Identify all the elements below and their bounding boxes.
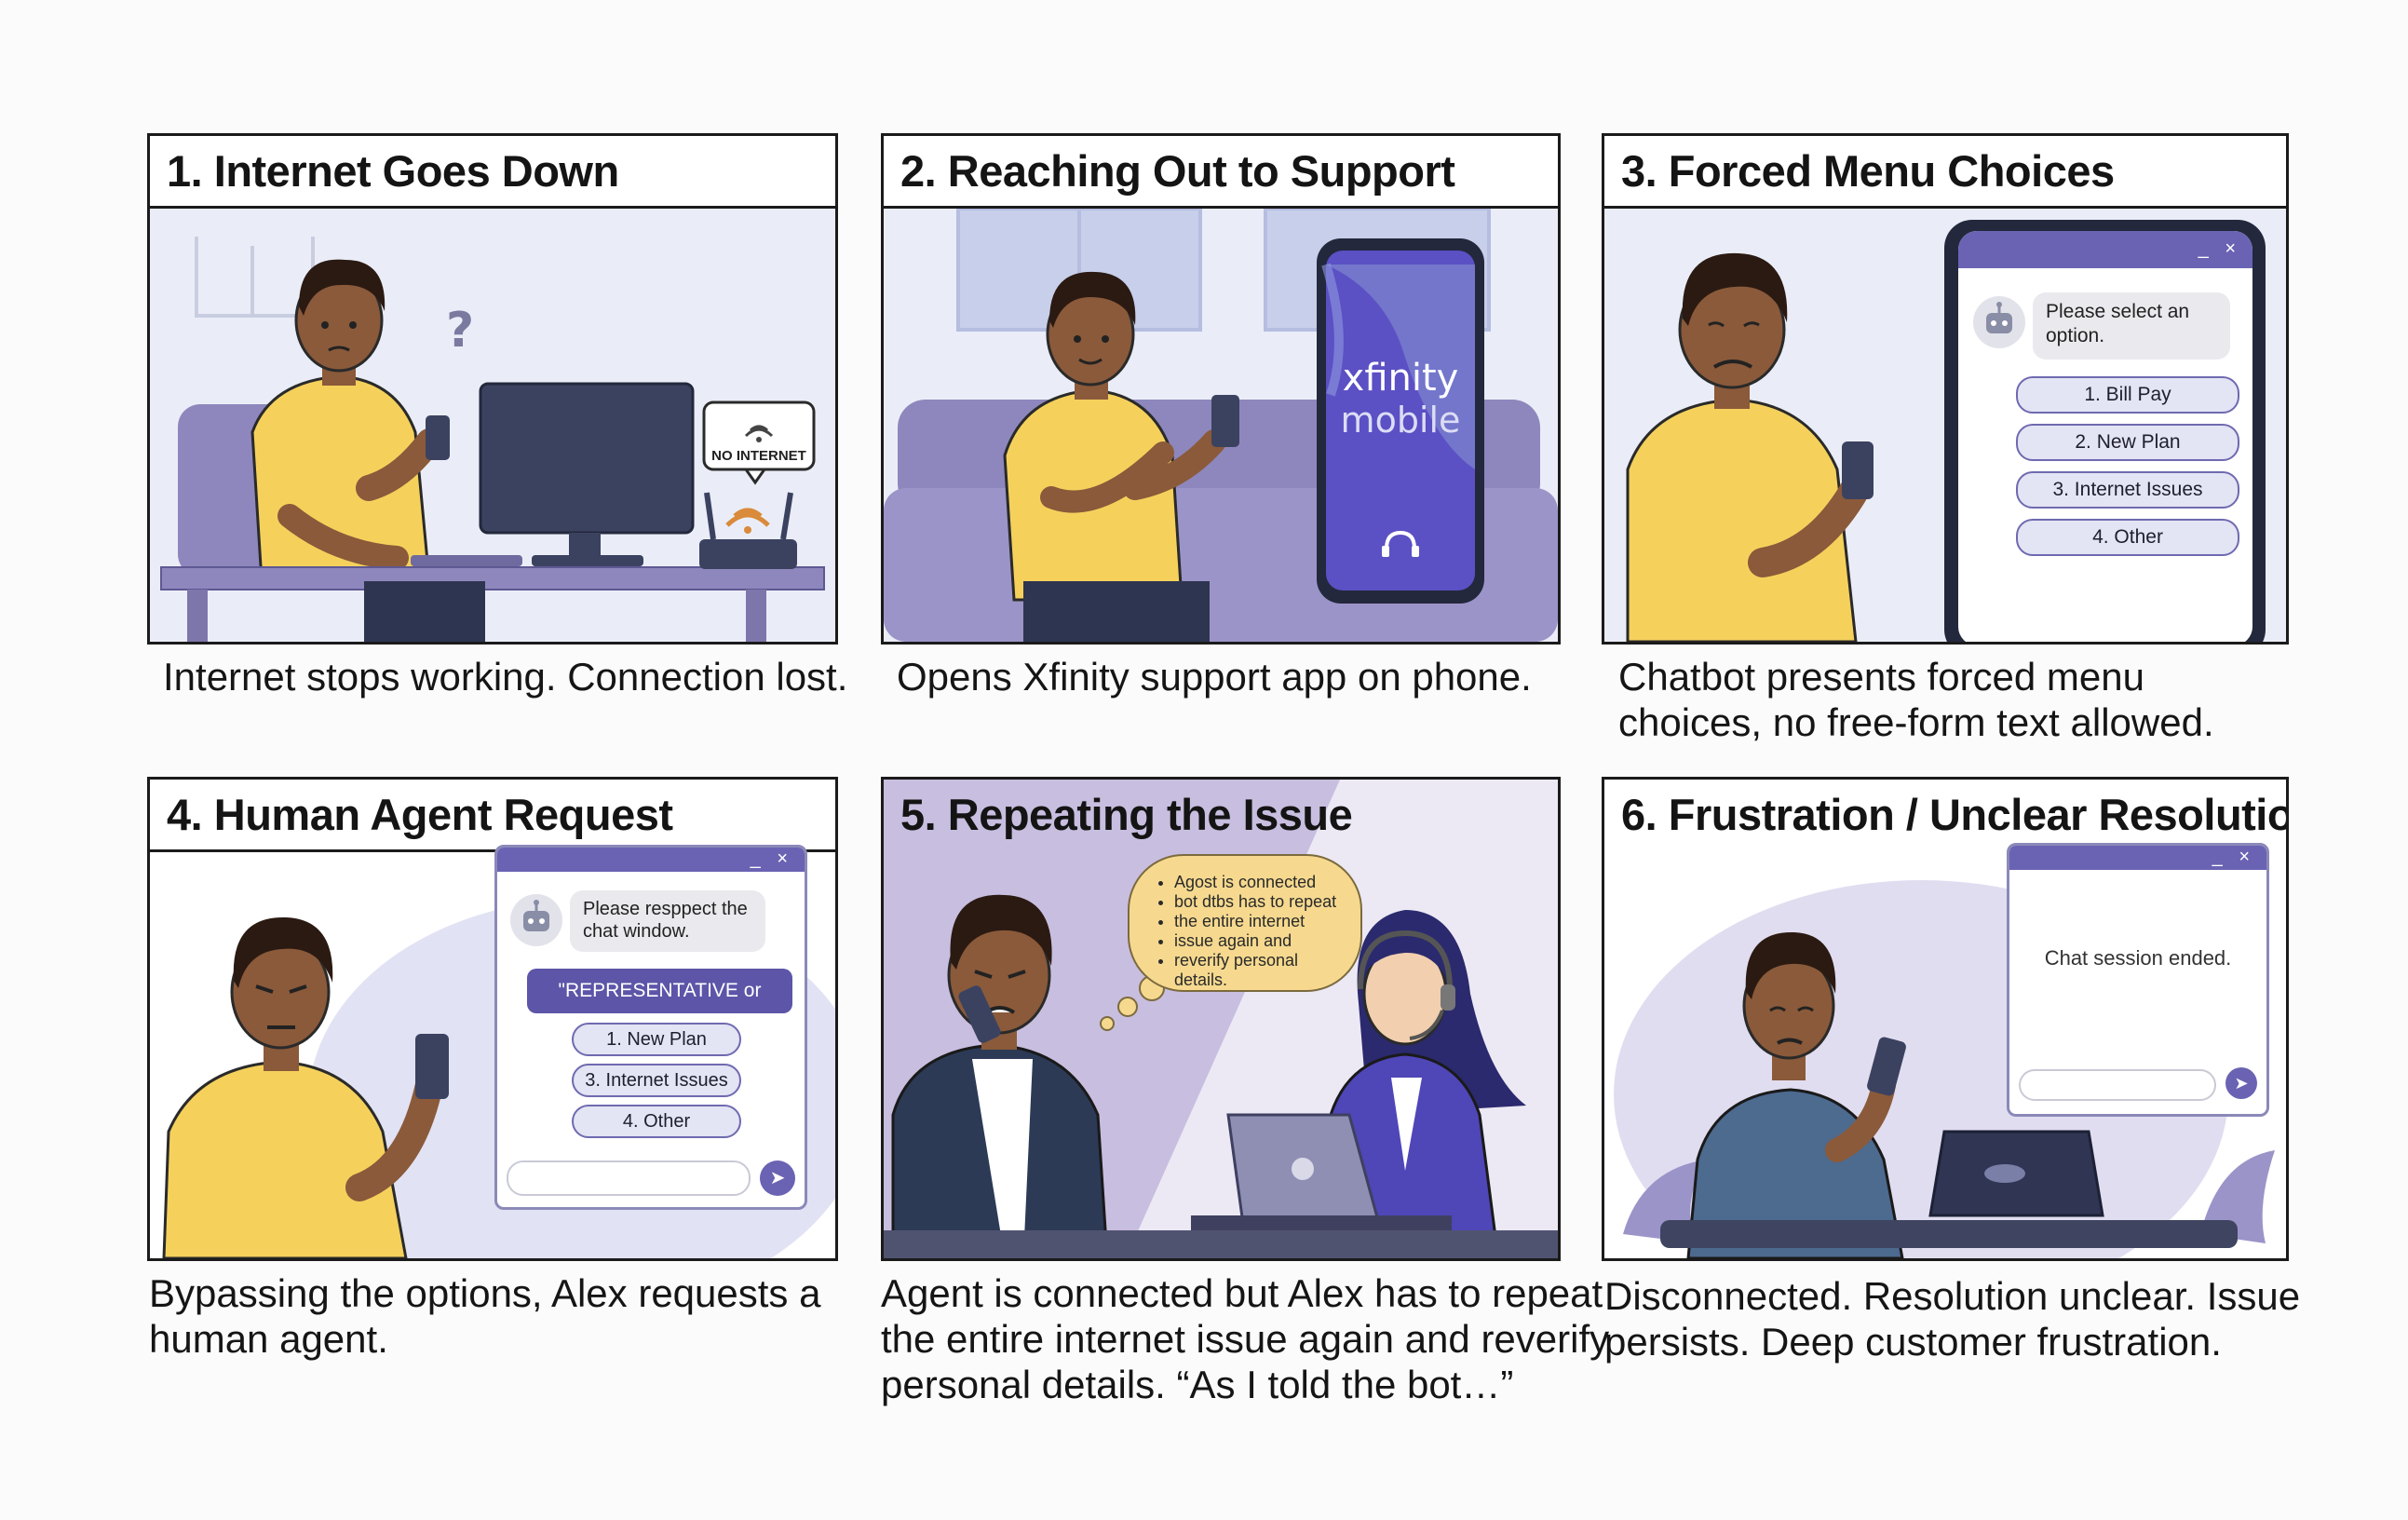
panel-4-scene: _ × Please resppect the chat window. "RE… [150, 845, 835, 1258]
chat-message-input[interactable] [507, 1160, 751, 1196]
chat-window-titlebar: _ × [1958, 231, 2252, 268]
chat-window-titlebar: _ × [497, 848, 805, 872]
panel-2: 2. Reaching Out to Support [881, 133, 1561, 645]
option-new-plan-button[interactable]: 2. New Plan [2016, 424, 2239, 461]
panel-3-title: 3. Forced Menu Choices [1604, 136, 2286, 209]
panel-2-title: 2. Reaching Out to Support [884, 136, 1558, 209]
wifi-icon [744, 425, 774, 438]
option-internet-issues-button[interactable]: 3. Internet Issues [2016, 471, 2239, 509]
phone-icon [1867, 1037, 1906, 1096]
send-arrow-icon[interactable]: ➤ [760, 1160, 795, 1196]
panel-6-caption: Disconnected. Resolution unclear. Issue … [1604, 1274, 2301, 1364]
panel-2-scene: xfinity mobile [884, 209, 1558, 642]
chat-session-status: Chat session ended. [2044, 946, 2232, 970]
router-badge-text: NO INTERNET [711, 448, 806, 464]
support-app-illustration: xfinity mobile [884, 209, 1558, 642]
panel-4-caption: Bypassing the options, Alex requests a h… [149, 1271, 821, 1361]
user-message-bubble: "REPRESENTATIVE or "AGENT" [527, 969, 792, 1046]
panel-4: 4. Human Agent Request _ × Please resppe… [147, 777, 838, 1261]
router-icon [699, 539, 797, 569]
chat-window-titlebar: _ × [2009, 846, 2266, 870]
panel-6-scene: _ × Chat session ended. ➤ [1604, 843, 2286, 1258]
mobile-logo: mobile [1341, 400, 1461, 441]
thought-bubble: Agost is connected bot dtbs has to repea… [1128, 854, 1362, 992]
phone-icon [958, 985, 1001, 1043]
headset-icon [1358, 930, 1453, 990]
phone-icon [1211, 395, 1239, 447]
chat-window: _ × Please resppect the chat window. "RE… [494, 845, 807, 1210]
option-new-plan-button[interactable]: 1. New Plan [572, 1023, 741, 1056]
panel-4-title: 4. Human Agent Request [150, 780, 835, 852]
panel-1-scene: ? NO [150, 209, 835, 642]
panel-6-title: 6. Frustration / Unclear Resolution [1604, 780, 2286, 852]
chatbot-avatar-icon [510, 894, 562, 946]
question-mark-icon: ? [446, 303, 474, 359]
desk [1660, 1220, 2238, 1248]
send-arrow-icon[interactable]: ➤ [2225, 1067, 2257, 1099]
option-internet-issues-button[interactable]: 3. Internet Issues [572, 1064, 741, 1097]
monitor-icon [479, 382, 695, 535]
bot-message-bubble: Please select an option. [2033, 292, 2230, 360]
phone-icon [426, 415, 450, 460]
panel-1-caption: Internet stops working. Connection lost. [163, 655, 848, 699]
internet-down-illustration: ? NO [150, 209, 835, 642]
phone-icon [1842, 441, 1874, 499]
bot-message-bubble: Please resppect the chat window. [570, 890, 765, 952]
panel-3-caption: Chatbot presents forced menu choices, no… [1618, 655, 2214, 744]
desk [160, 566, 825, 590]
panel-3: 3. Forced Menu Choices _ × Please select… [1602, 133, 2289, 645]
panel-5-caption: Agent is connected but Alex has to repea… [881, 1271, 1610, 1406]
panel-3-scene: _ × Please select an option. 1. Bill Pay… [1604, 209, 2286, 642]
panel-1: 1. Internet Goes Down ? [147, 133, 838, 645]
panel-5-scene: Agost is connected bot dtbs has to repea… [884, 780, 1558, 1258]
xfinity-logo: xfinity [1343, 357, 1459, 400]
phone-icon [415, 1034, 449, 1099]
panel-1-title: 1. Internet Goes Down [150, 136, 835, 209]
chat-window: _ × Please select an option. 1. Bill Pay… [1958, 231, 2252, 642]
headset-icon [1385, 530, 1416, 550]
panel-5-title: 5. Repeating the Issue [900, 790, 1353, 839]
panel-5: Agost is connected bot dtbs has to repea… [881, 777, 1561, 1261]
option-other-button[interactable]: 4. Other [572, 1105, 741, 1138]
option-bill-pay-button[interactable]: 1. Bill Pay [2016, 376, 2239, 414]
chat-message-input[interactable] [2019, 1069, 2216, 1101]
chat-window: _ × Chat session ended. ➤ [2007, 843, 2269, 1117]
panel-2-caption: Opens Xfinity support app on phone. [897, 655, 1532, 699]
panel-6: 6. Frustration / Unclear Resolution _ × … [1602, 777, 2289, 1261]
option-other-button[interactable]: 4. Other [2016, 519, 2239, 556]
chatbot-avatar-icon [1973, 296, 2025, 348]
